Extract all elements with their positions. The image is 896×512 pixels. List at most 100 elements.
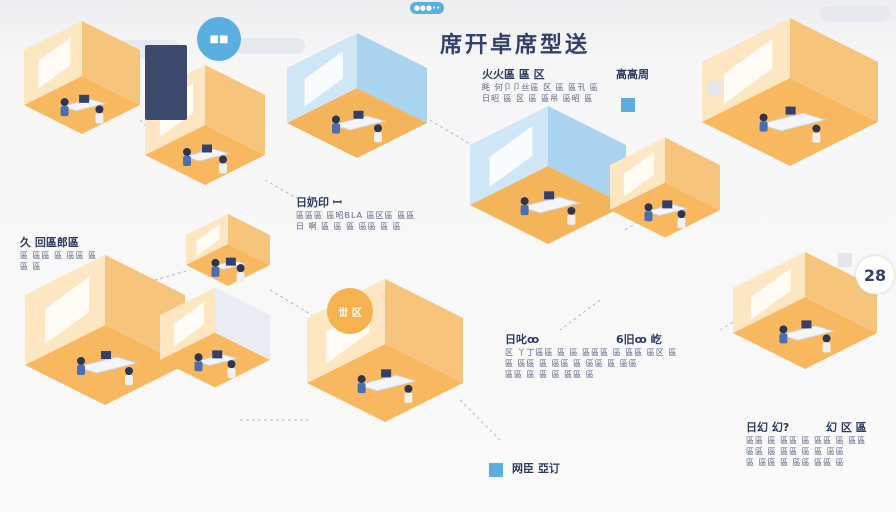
- monitor: [785, 106, 796, 115]
- person-body: [644, 211, 653, 222]
- person-head: [644, 203, 653, 212]
- person-head: [779, 325, 788, 334]
- person-head: [357, 375, 366, 384]
- desk: [330, 115, 387, 131]
- room-wall: [665, 137, 720, 210]
- label-title: 幻 区 區: [826, 421, 867, 434]
- person-body: [404, 392, 413, 403]
- label-title: 日叱ꝏ: [505, 333, 540, 346]
- person-head: [332, 115, 340, 124]
- label-block-4: 久 回區郎區 區 區區 區 區區 區 區 區: [20, 234, 97, 272]
- monitor: [225, 257, 236, 266]
- wall-screen: [145, 45, 187, 120]
- person-body: [567, 214, 576, 225]
- label-title: 日幻 幻?: [746, 421, 790, 434]
- label-title: 高高周: [616, 68, 649, 81]
- label-line: 區區 區 區 區 區區 區: [505, 370, 595, 379]
- label-block-3: 日奶印 ꟷ 區區區 區昭BLA 區区區 區區 日 啊 區 區 區 區區 區 區: [296, 194, 415, 232]
- person-head: [219, 155, 227, 164]
- cube-icon: [489, 463, 503, 477]
- person-body: [374, 132, 382, 143]
- connector-line: [269, 289, 321, 321]
- cube-icon: [707, 81, 721, 95]
- connector-line: [559, 299, 601, 331]
- cloud: [820, 6, 890, 22]
- person-head: [95, 105, 104, 114]
- label-line: 区 丫丁區區 區 區 區區區 區 區區 區区 區: [505, 348, 678, 357]
- monitor: [544, 191, 555, 200]
- person-head: [404, 384, 413, 393]
- page-title: 席幵卓席型送: [440, 33, 591, 58]
- person-head: [194, 353, 203, 362]
- connector-line: [264, 179, 301, 201]
- monitor: [801, 320, 812, 329]
- label-title: 日奶印 ꟷ: [296, 196, 342, 209]
- person-body: [95, 113, 104, 124]
- room-wall: [790, 18, 878, 122]
- person-body: [77, 365, 85, 375]
- label-title: 久 回區郎區: [20, 236, 79, 249]
- person-head: [677, 210, 686, 219]
- label-line: 日昭 區 区 區 區吊 區昭 區: [482, 94, 594, 103]
- label-line: 區區 區 區區 區 區區 區 區區: [746, 436, 867, 445]
- person-head: [520, 197, 529, 206]
- person-head: [77, 357, 85, 365]
- monitor: [79, 94, 90, 103]
- room-wall: [385, 279, 463, 383]
- whiteboard: [489, 125, 533, 187]
- person-body: [219, 163, 227, 174]
- label-line: 區區 區 區區 區 區 區區: [746, 447, 845, 456]
- whiteboard: [623, 152, 654, 197]
- monitor: [662, 200, 673, 209]
- whiteboard: [196, 224, 220, 256]
- person-body: [520, 205, 529, 216]
- label-block-1: 火火區 區 区 眊 何卩卩丝區 区 區 區卂 區 日昭 區 区 區 區吊 區昭 …: [482, 66, 599, 104]
- label-title: 6旧ꝏ 屹: [616, 333, 662, 346]
- desk: [75, 356, 139, 374]
- person-head: [759, 113, 768, 122]
- label-line: 區 區區 區 區區 區區 區: [746, 458, 845, 467]
- room-wall: [805, 252, 877, 333]
- person-head: [374, 124, 382, 133]
- person-body: [125, 375, 133, 385]
- room-wall: [215, 287, 270, 360]
- room-wall: [82, 21, 140, 105]
- room-wall: [228, 214, 270, 265]
- desk: [355, 374, 419, 392]
- monitor: [353, 110, 364, 119]
- connector-line: [459, 399, 501, 441]
- desk: [518, 196, 582, 214]
- room-wall: [357, 33, 427, 123]
- person-head: [227, 360, 236, 369]
- label-line: 區 區: [20, 262, 42, 271]
- person-body: [822, 342, 831, 353]
- whiteboard: [724, 38, 773, 104]
- label-line: 區區區 區昭BLA 區区區 區區: [296, 211, 416, 220]
- label-title: 火火區 區 区: [482, 68, 545, 81]
- blue-badge: ■■: [197, 17, 241, 61]
- room-wall: [205, 65, 265, 155]
- label-block-5: 日叱ꝏ 区 丫丁區區 區 區 區區區 區 區區 區区 區 區 區區 區 區區 區…: [505, 331, 677, 380]
- desk: [777, 325, 836, 341]
- person-body: [211, 266, 220, 277]
- label-title: 网臣 亞订: [512, 462, 560, 475]
- person-head: [236, 264, 245, 273]
- person-body: [194, 361, 203, 372]
- person-body: [332, 123, 340, 134]
- whiteboard: [45, 277, 89, 344]
- person-body: [60, 106, 69, 117]
- person-body: [183, 156, 191, 166]
- header-pill: ●●●••: [410, 2, 444, 14]
- person-body: [759, 121, 768, 132]
- whiteboard: [173, 302, 204, 347]
- label-line: 眊 何卩卩丝區 区 區 區卂 區: [482, 83, 599, 92]
- label-line: 區 區區 區 區區 區: [20, 251, 98, 260]
- label-block-7: 日幻 幻? 區區 區 區區 區 區區 區 區區 區區 區 區區 區 區 區區 區…: [746, 419, 866, 468]
- monitor: [381, 369, 392, 378]
- number-badge: 28: [856, 256, 894, 294]
- person-head: [812, 124, 821, 133]
- room-wall: [548, 106, 626, 205]
- person-body: [677, 218, 686, 229]
- desk: [757, 112, 828, 132]
